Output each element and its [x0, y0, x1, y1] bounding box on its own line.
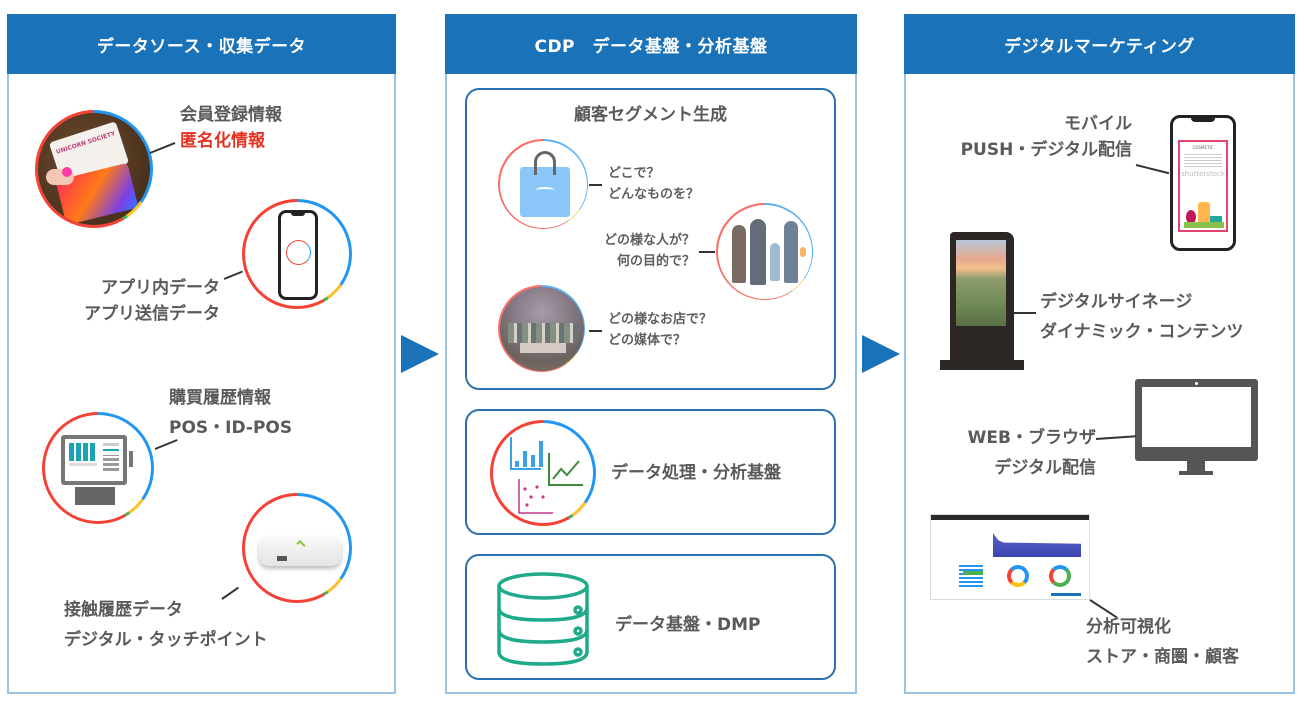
watermark: shutterstock: [1181, 170, 1225, 178]
panel-title: デジタルマーケティング: [904, 14, 1295, 74]
anonymized-info-label: 匿名化情報: [180, 131, 265, 151]
phone-screen-title: COSMETIC: [1192, 145, 1214, 150]
people-photo: [716, 203, 813, 300]
label-digital-signage: デジタルサイネージ ダイナミック・コンテンツ: [1040, 292, 1244, 342]
panel-title: データソース・収集データ: [7, 14, 396, 74]
pos-terminal-icon: [42, 412, 154, 524]
segment-store-label: どの様なお店で？ どの媒体で？: [608, 312, 713, 348]
beacon-device-icon: [242, 493, 352, 603]
label-purchase-history: 購買履歴情報 POS・ID-POS: [169, 388, 293, 438]
analysis-platform-label: データ処理・分析基盤: [611, 463, 781, 483]
dashboard-screenshot: [930, 514, 1090, 600]
mobile-phone-ad-icon: COSMETIC shutterstock: [1170, 115, 1236, 251]
label-contact-history: 接触履歴データ デジタル・タッチポイント: [64, 600, 268, 650]
store-interior-photo: [498, 285, 585, 372]
membership-card-photo: UNICORN SOCIETY: [35, 110, 153, 228]
segment-where-label: どこで？ どんなものを？: [608, 166, 700, 202]
flow-arrow-icon: [401, 335, 439, 373]
data-platform-label: データ基盤・DMP: [615, 615, 761, 635]
flow-arrow-icon: [862, 335, 900, 373]
segment-title: 顧客セグメント生成: [574, 105, 727, 125]
connector-line: [1014, 312, 1036, 314]
shopping-bag-icon: [498, 139, 588, 229]
panel-title: CDP データ基盤・分析基盤: [445, 14, 857, 74]
label-member-info: 会員登録情報 匿名化情報: [180, 102, 282, 154]
label-web-browser: WEB・ブラウザ デジタル配信: [967, 428, 1096, 478]
analytics-charts-icon: [490, 420, 596, 526]
label-app-data: アプリ内データ アプリ送信データ: [84, 278, 220, 324]
card-text: UNICORN SOCIETY: [55, 130, 117, 156]
connector-line: [589, 330, 602, 332]
segment-who-label: どの様な人が？ 何の目的で？: [603, 233, 695, 269]
desktop-monitor-icon: [1135, 379, 1259, 479]
database-icon: [497, 572, 589, 666]
label-mobile-push: モバイル PUSH・デジタル配信: [960, 114, 1132, 160]
connector-line: [589, 184, 602, 186]
label-analytics-visualization: 分析可視化 ストア・商圏・顧客: [1086, 617, 1239, 667]
charts-svg: [510, 437, 583, 514]
connector-line: [699, 251, 715, 253]
digital-signage-icon: [940, 232, 1026, 374]
smartphone-icon: [242, 199, 352, 309]
